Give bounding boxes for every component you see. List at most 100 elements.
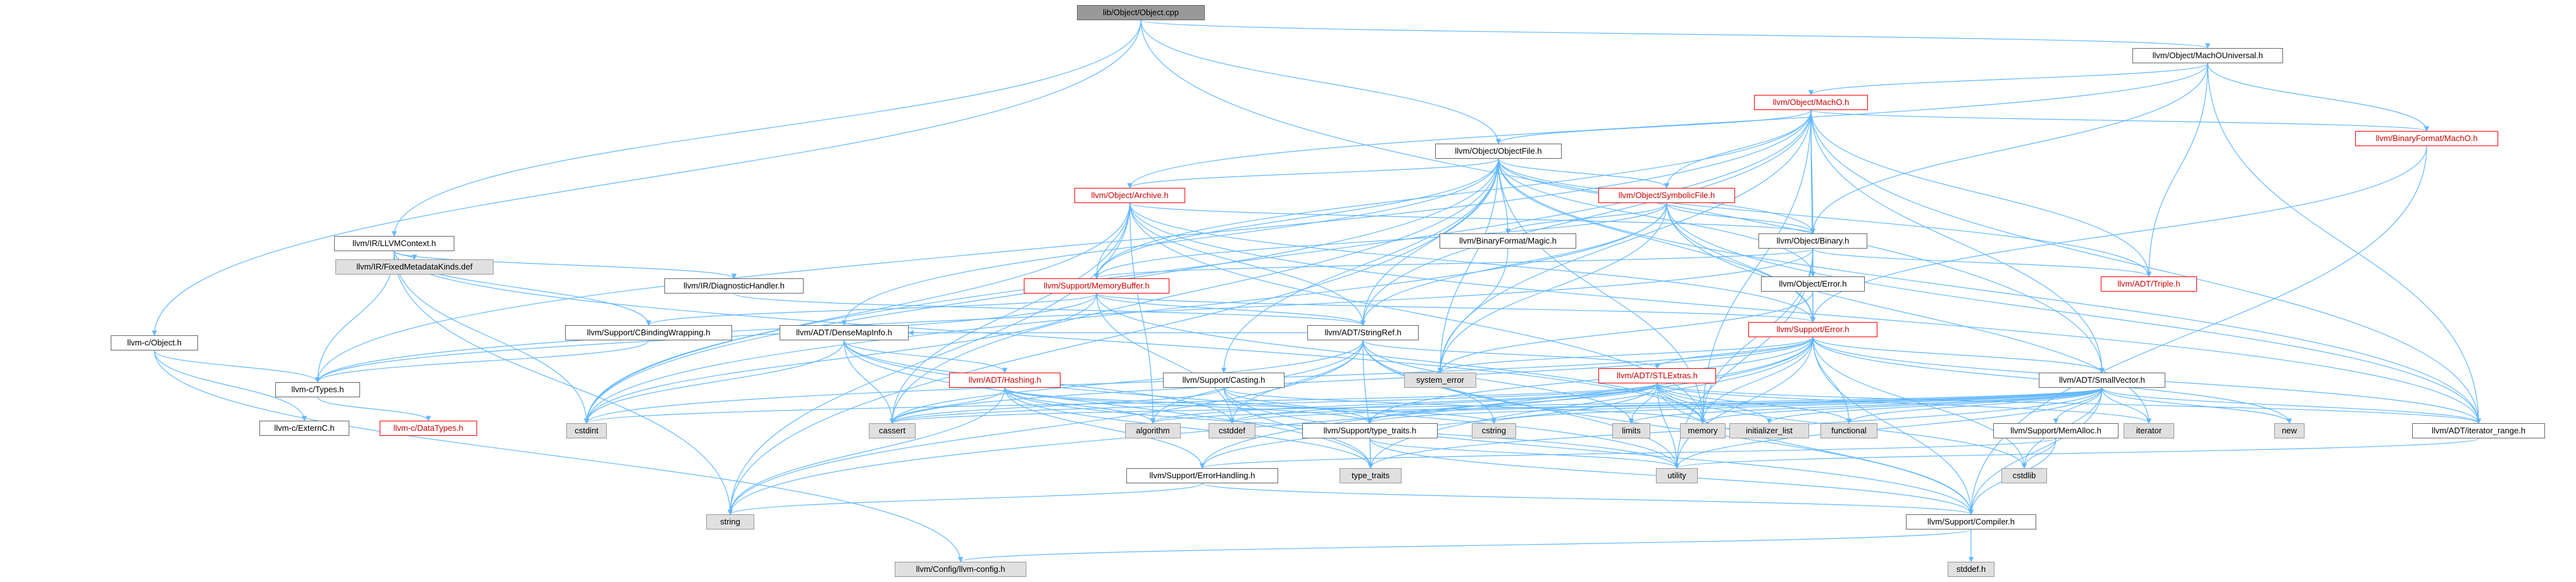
edge-stringref-to-compiler <box>1362 340 1974 515</box>
node-stddef[interactable]: stddef.h <box>1948 562 1994 577</box>
edge-supporterror-to-system_error <box>1437 337 1814 373</box>
node-algorithm[interactable]: algorithm <box>1125 423 1181 438</box>
node-memory[interactable]: memory <box>1680 423 1726 438</box>
node-universal[interactable]: llvm/Object/MachOUniversal.h <box>2132 48 2283 63</box>
node-triple[interactable]: llvm/ADT/Triple.h <box>2101 276 2197 292</box>
node-stringref[interactable]: llvm/ADT/StringRef.h <box>1307 325 1419 340</box>
edge-stlextras-to-memory <box>1657 383 1706 424</box>
edge-stlextras-to-iterrange <box>1657 383 2481 424</box>
node-diaghandler[interactable]: llvm/IR/DiagnosticHandler.h <box>664 278 804 294</box>
node-archive[interactable]: llvm/Object/Archive.h <box>1074 188 1185 203</box>
edge-stlextras-to-compiler <box>1657 383 1974 515</box>
node-hashing[interactable]: llvm/ADT/Hashing.h <box>949 373 1061 388</box>
node-utility[interactable]: utility <box>1656 468 1698 483</box>
edge-densemapinfo-to-cstdint <box>583 340 845 424</box>
node-macho[interactable]: llvm/Object/MachO.h <box>1754 95 1868 110</box>
edge-smallvector-to-algorithm <box>1150 387 2103 424</box>
node-bf-macho[interactable]: llvm/BinaryFormat/MachO.h <box>2355 131 2498 146</box>
edge-symbolicfile-to-memorybuffer <box>1093 202 1667 279</box>
edge-smallvector-to-functional <box>1846 387 2103 424</box>
edge-smallvector-to-typetraits <box>1367 387 2103 424</box>
edge-hashing-to-algorithm <box>1004 387 1156 424</box>
node-limits[interactable]: limits <box>1612 423 1650 438</box>
node-compiler[interactable]: llvm/Support/Compiler.h <box>1906 514 2036 529</box>
node-functional[interactable]: functional <box>1820 423 1877 438</box>
node-cstdint[interactable]: cstdint <box>566 423 607 438</box>
edge-compiler-to-llvmconfig <box>958 529 1972 562</box>
node-cassert[interactable]: cassert <box>869 423 916 438</box>
edge-symbolicfile-to-binary <box>1666 202 1816 234</box>
node-objerror[interactable]: llvm/Object/Error.h <box>1761 276 1865 292</box>
edge-archive-to-memory <box>1129 202 1706 424</box>
edge-hashing-to-cassert <box>889 387 1005 424</box>
node-cstring[interactable]: cstring <box>1472 423 1516 438</box>
edge-densemapinfo-to-utility <box>843 340 1680 469</box>
node-casting[interactable]: llvm/Support/Casting.h <box>1163 373 1285 388</box>
edge-stringref-to-stlextras <box>1362 340 1660 369</box>
edge-stlextras-to-cstdint <box>584 383 1658 424</box>
node-fixedmeta[interactable]: llvm/IR/FixedMetadataKinds.def <box>335 259 494 275</box>
node-binary[interactable]: llvm/Object/Binary.h <box>1758 233 1867 249</box>
edge-archive-to-cassert <box>889 202 1131 424</box>
edge-memorybuffer-to-cbinding <box>646 293 1097 326</box>
edge-stringref-to-limits <box>1362 340 1634 424</box>
edge-macho-to-c_types <box>314 109 1812 383</box>
edge-objectfile-to-archive <box>1127 158 1499 189</box>
node-iterrange[interactable]: llvm/ADT/iterator_range.h <box>2412 423 2545 438</box>
node-llvmconfig[interactable]: llvm/Config/llvm-config.h <box>895 562 1026 577</box>
edge-universal-to-bf_macho <box>2207 63 2430 132</box>
node-init-list[interactable]: initializer_list <box>1729 423 1809 438</box>
edge-universal-to-archive <box>1127 63 2208 189</box>
edge-macho-to-binary <box>1810 109 1816 234</box>
node-memalloc[interactable]: llvm/Support/MemAlloc.h <box>1993 423 2119 438</box>
edge-densemapinfo-to-type_traits <box>843 340 1374 469</box>
edge-stringref-to-string <box>727 340 1364 515</box>
edge-symbolicfile-to-stringref <box>1360 202 1667 326</box>
node-system-error[interactable]: system_error <box>1404 373 1476 388</box>
node-c-datatypes[interactable]: llvm-c/DataTypes.h <box>380 421 477 436</box>
node-typetraits[interactable]: llvm/Support/type_traits.h <box>1302 423 1438 438</box>
edge-archive-to-binary <box>1129 202 1815 234</box>
edge-binary-to-triple <box>1812 248 2152 277</box>
node-smallvector[interactable]: llvm/ADT/SmallVector.h <box>2039 373 2165 388</box>
edge-stlextras-to-algorithm <box>1150 383 1658 424</box>
node-cbinding[interactable]: llvm/Support/CBindingWrapping.h <box>565 325 732 340</box>
node-c-externc[interactable]: llvm-c/ExternC.h <box>259 421 349 436</box>
node-supporterror[interactable]: llvm/Support/Error.h <box>1748 322 1877 337</box>
edge-densemapinfo-to-cassert <box>843 340 895 424</box>
edge-errorhandling-to-string <box>728 483 1203 515</box>
edge-archive-to-algorithm <box>1129 202 1156 424</box>
node-cstdlib[interactable]: cstdlib <box>2001 468 2047 483</box>
node-objectfile[interactable]: llvm/Object/ObjectFile.h <box>1435 144 1562 159</box>
node-symbolicfile[interactable]: llvm/Object/SymbolicFile.h <box>1598 188 1735 203</box>
node-new[interactable]: new <box>2274 423 2305 438</box>
edge-macho-to-symbolicfile <box>1664 109 1812 189</box>
node-densemapinfo[interactable]: llvm/ADT/DenseMapInfo.h <box>780 325 909 340</box>
node-errorhandling[interactable]: llvm/Support/ErrorHandling.h <box>1126 468 1278 483</box>
edge-errorhandling-to-compiler <box>1202 483 1974 515</box>
node-cstddef[interactable]: cstddef <box>1209 423 1255 438</box>
node-stlextras[interactable]: llvm/ADT/STLExtras.h <box>1598 368 1716 383</box>
edge-macho-to-stringref <box>1360 109 1812 326</box>
node-c-types[interactable]: llvm-c/Types.h <box>275 382 360 397</box>
edge-cbinding-to-c_types <box>314 340 649 383</box>
edge-supporterror-to-smallvector <box>1812 337 2105 373</box>
node-c-object[interactable]: llvm-c/Object.h <box>111 335 198 350</box>
edge-smallvector-to-iterator <box>2101 387 2152 424</box>
edge-macho-to-bf_macho <box>1810 109 2429 132</box>
edge-symbolicfile-to-magic <box>1505 202 1667 234</box>
edge-archive-to-supporterror <box>1129 202 1816 323</box>
edge-stlextras-to-utility <box>1657 383 1680 469</box>
edge-archive-to-stringref <box>1129 202 1366 326</box>
edge-objectfile-to-symbolicfile <box>1498 158 1670 189</box>
node-llvmcontext[interactable]: llvm/IR/LLVMContext.h <box>334 236 454 251</box>
edge-hashing-to-cstring <box>1004 387 1496 424</box>
node-type-traits[interactable]: type_traits <box>1340 468 1402 483</box>
edge-macho-to-objectfile <box>1495 109 1812 144</box>
node-iterator[interactable]: iterator <box>2124 423 2174 438</box>
node-string[interactable]: string <box>706 514 754 529</box>
node-magic[interactable]: llvm/BinaryFormat/Magic.h <box>1440 233 1576 249</box>
edge-objectfile-to-casting <box>1221 158 1499 373</box>
node-memorybuffer[interactable]: llvm/Support/MemoryBuffer.h <box>1024 278 1169 294</box>
